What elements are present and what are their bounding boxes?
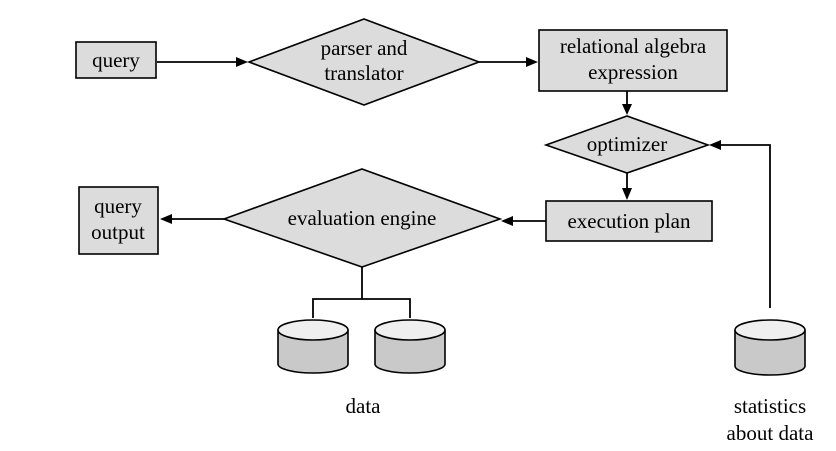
query-output-box — [78, 186, 159, 255]
relational-algebra-node: relational algebra expression — [538, 29, 728, 92]
relational-algebra-label-line2: expression — [588, 60, 678, 84]
data-cylinder-left-body — [277, 330, 349, 374]
query-label: query — [92, 48, 140, 72]
optimizer-label: optimizer — [587, 132, 667, 156]
statistics-cylinder-top — [734, 319, 806, 341]
query-output-label-line1: query — [94, 194, 142, 218]
execution-plan-node: execution plan — [545, 200, 713, 242]
data-store-left — [277, 319, 349, 374]
arrowhead-parser-to-relational-algebra — [526, 57, 538, 67]
execution-plan-box — [545, 200, 713, 242]
data-store-right — [374, 319, 446, 374]
relational-algebra-box — [538, 29, 728, 92]
parser-translator-node: parser and translator — [246, 18, 482, 106]
statistics-label-line2: about data — [727, 421, 815, 445]
statistics-store — [734, 319, 806, 376]
query-node: query — [75, 41, 157, 79]
edge-data-branch — [312, 298, 411, 318]
edges — [157, 57, 771, 318]
arrowhead-evaluation-engine-to-query-output — [160, 214, 172, 224]
optimizer-diamond — [543, 115, 711, 174]
parser-translator-label-line2: translator — [324, 61, 403, 85]
data-cylinder-right-body — [374, 330, 446, 374]
data-cylinder-left-top — [277, 319, 349, 341]
parser-translator-diamond — [246, 18, 482, 106]
data-label: data — [346, 394, 382, 418]
query-box — [75, 41, 157, 79]
evaluation-engine-node: evaluation engine — [221, 168, 503, 268]
execution-plan-label: execution plan — [567, 209, 691, 233]
arrowhead-relational-algebra-to-optimizer — [622, 104, 632, 115]
evaluation-engine-label: evaluation engine — [288, 206, 437, 230]
arrowhead-optimizer-to-execution-plan — [622, 188, 632, 200]
query-output-node: query output — [78, 186, 159, 255]
arrowhead-query-to-parser — [236, 57, 248, 67]
data-cylinder-right-top — [374, 319, 446, 341]
evaluation-engine-diamond — [221, 168, 503, 268]
query-output-label-line2: output — [91, 220, 145, 244]
parser-translator-label-line1: parser and — [321, 36, 408, 60]
arrowhead-execution-plan-to-evaluation-engine — [501, 216, 513, 226]
relational-algebra-label-line1: relational algebra — [560, 34, 707, 58]
arrowhead-statistics-to-optimizer — [709, 140, 721, 150]
edge-statistics-to-optimizer — [720, 144, 771, 308]
statistics-label-line1: statistics — [734, 394, 806, 418]
statistics-cylinder-body — [734, 330, 806, 376]
optimizer-node: optimizer — [543, 115, 711, 174]
